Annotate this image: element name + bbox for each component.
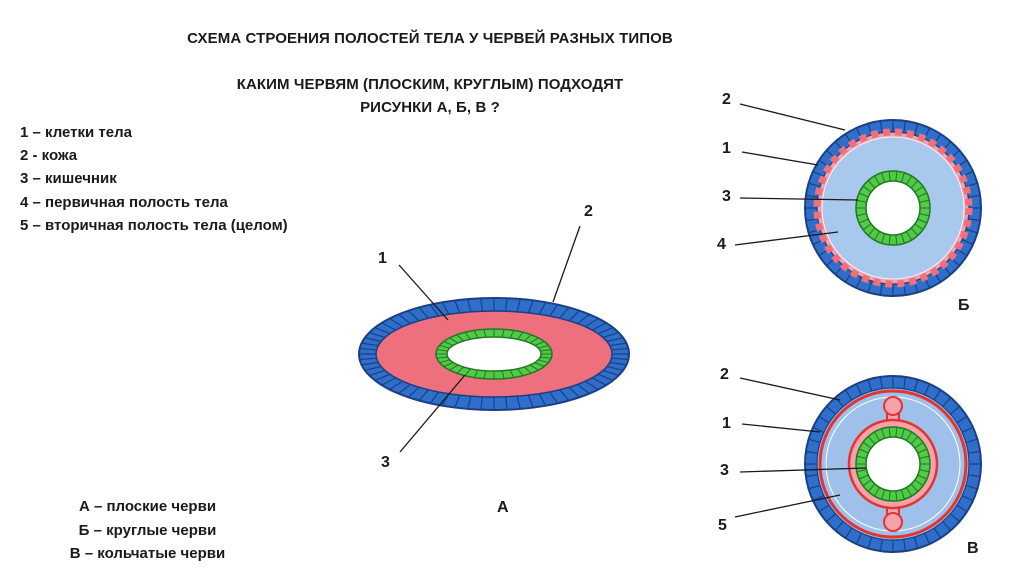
figure-b-leader-1: [742, 152, 818, 165]
figure-b-callout-4: 4: [717, 236, 726, 253]
figure-c-dorsal-vessel: [884, 397, 902, 415]
figure-a-leader-2: [553, 226, 580, 302]
figure-b: 2 1 3 4 Б: [717, 91, 981, 314]
figure-b-callout-3: 3: [722, 188, 731, 205]
figure-b-callout-2: 2: [722, 91, 731, 108]
figure-c: 2 1 3 5 В: [718, 366, 981, 557]
figure-a-label: А: [497, 499, 509, 516]
figure-a-intestine-lumen: [447, 337, 541, 371]
figure-c-label: В: [967, 540, 979, 557]
figure-b-callout-1: 1: [722, 140, 731, 157]
figure-b-leader-2: [740, 104, 845, 130]
figure-a-callout-2: 2: [584, 203, 593, 220]
figure-b-label: Б: [958, 297, 970, 314]
figure-c-callout-1: 1: [722, 415, 731, 432]
figure-c-leader-2: [740, 378, 840, 400]
figure-c-intestine-lumen: [866, 437, 920, 491]
figure-a-callout-3: 3: [381, 454, 390, 471]
figure-a-callout-1: 1: [378, 250, 387, 267]
figure-b-intestine-lumen: [866, 181, 920, 235]
figure-c-callout-2: 2: [720, 366, 729, 383]
figure-c-ventral-vessel: [884, 513, 902, 531]
figure-c-callout-3: 3: [720, 462, 729, 479]
figure-a: 1 2 3 А: [359, 203, 629, 516]
figure-c-callout-5: 5: [718, 517, 727, 534]
figure-c-leader-1: [742, 424, 820, 432]
